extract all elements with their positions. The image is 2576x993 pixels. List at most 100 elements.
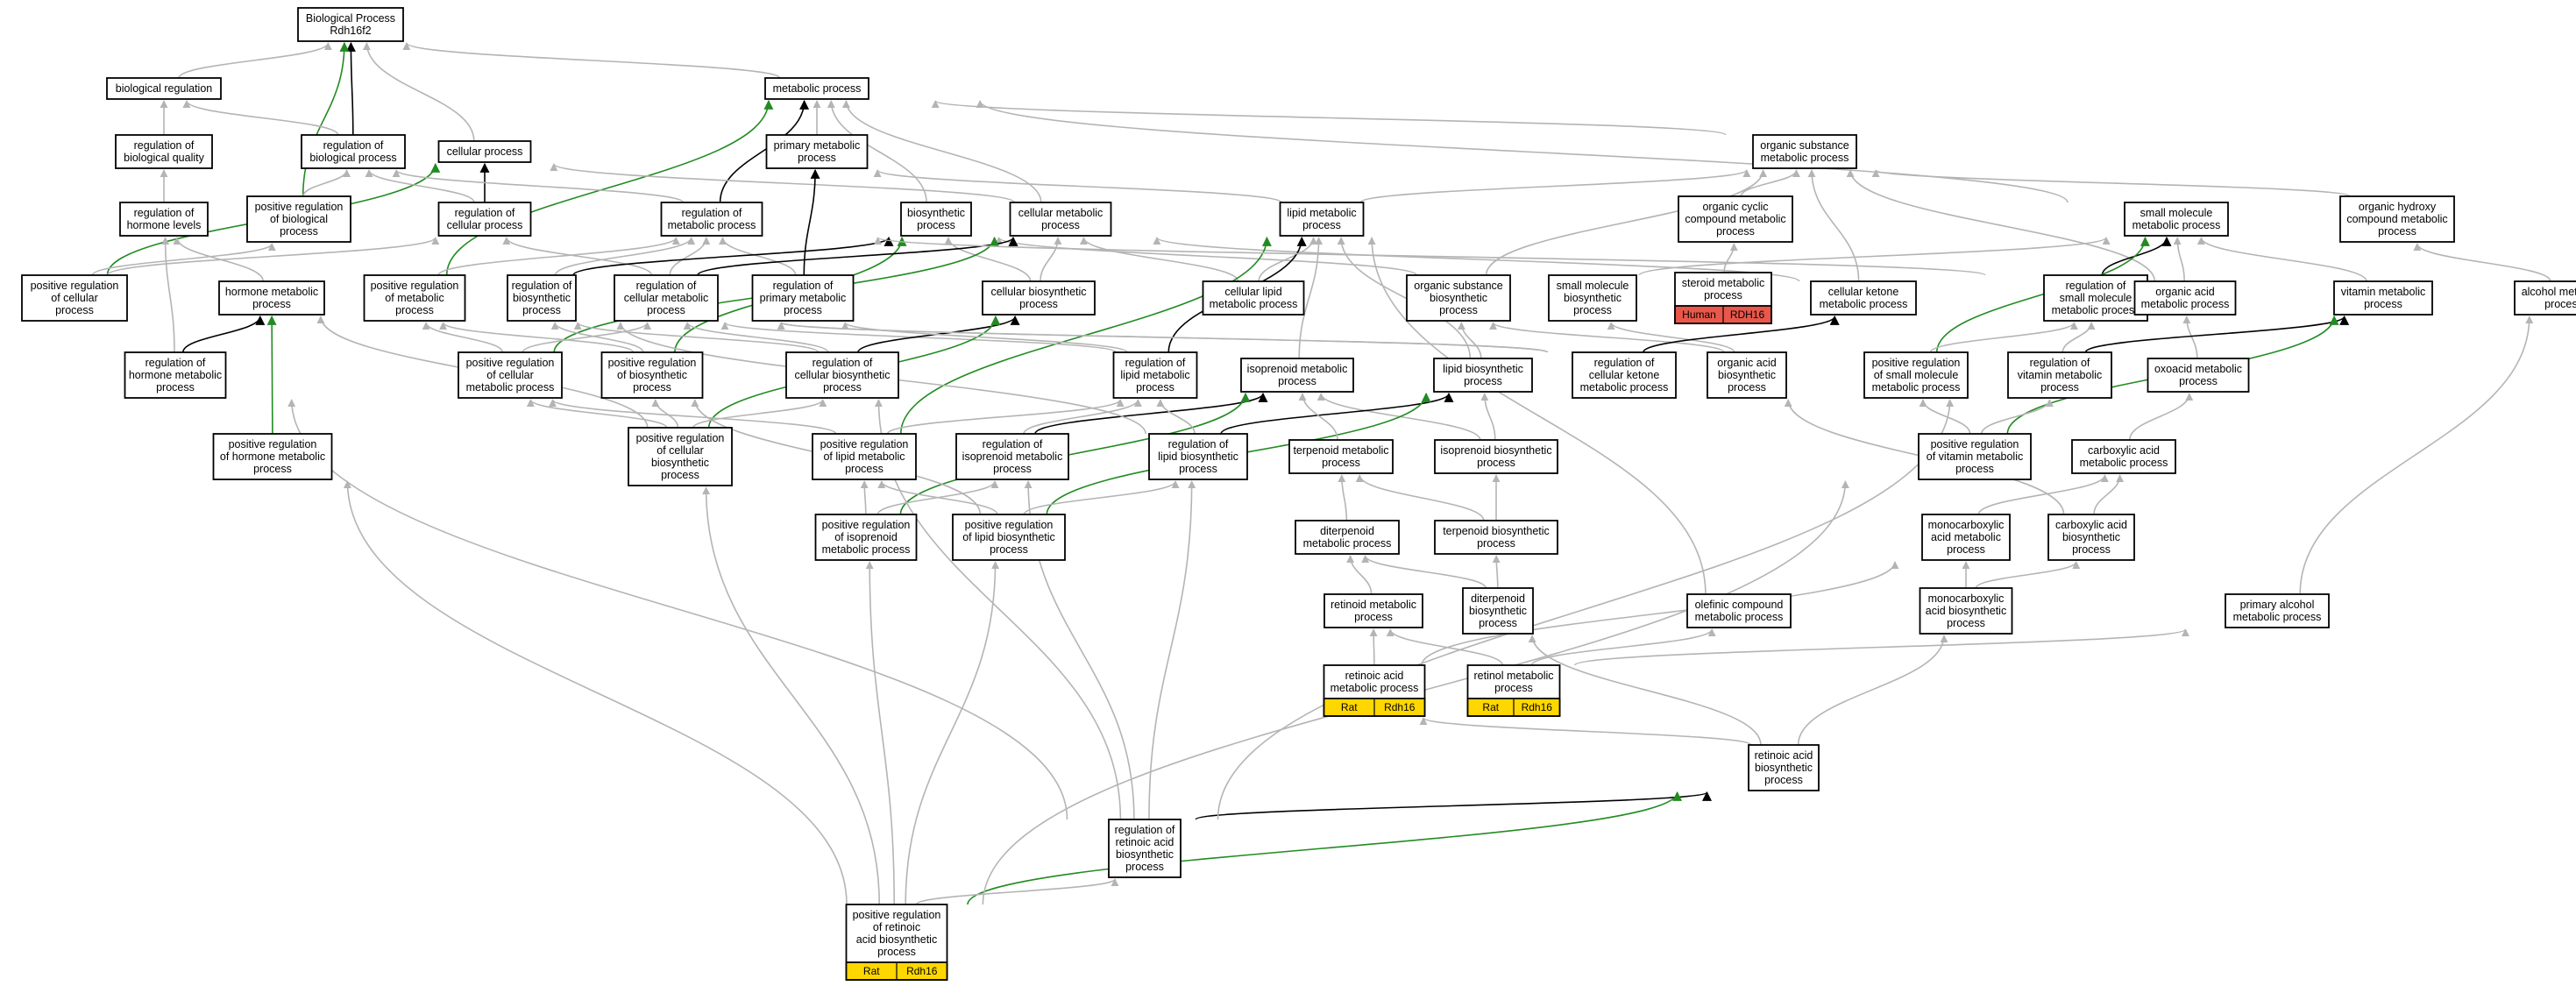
go-term-node[interactable]: metabolic process — [764, 77, 869, 100]
node-label: monocarboxylic — [1928, 592, 2005, 605]
edge-is-a — [1975, 561, 2081, 589]
node-box — [764, 77, 869, 100]
node-label: positive regulation — [31, 280, 119, 292]
node-label: process — [252, 298, 291, 310]
edge-is-a — [1156, 399, 1196, 435]
node-label: of small molecule — [1874, 369, 1959, 381]
node-label: metabolic process — [2233, 611, 2322, 623]
node-label: cellular ketone — [1828, 286, 1899, 298]
edge-is-a — [651, 399, 679, 429]
node-label: of hormone metabolic — [220, 450, 325, 463]
edge-is-a — [841, 322, 1128, 353]
node-label: process — [1573, 304, 1612, 316]
node-label: metabolic process — [2080, 457, 2168, 469]
edge-is-a — [1607, 322, 1735, 353]
node-label: process — [845, 463, 884, 475]
node-label: isoprenoid biosynthetic — [1440, 444, 1551, 457]
edge-part-of — [697, 236, 1018, 276]
node-label: regulation of — [1115, 824, 1175, 836]
node-box — [628, 427, 733, 486]
node-label: cellular ketone — [1589, 369, 1660, 381]
node-box — [1406, 274, 1511, 322]
go-term-node[interactable]: cellular process — [437, 140, 532, 163]
edge-is-a — [522, 322, 652, 353]
node-label: process — [990, 543, 1028, 556]
node-label: organic substance — [1760, 139, 1849, 152]
go-term-node[interactable]: biological regulation — [106, 77, 222, 100]
node-box — [1572, 351, 1677, 399]
node-label: process — [1947, 617, 1985, 629]
node-label: process — [647, 304, 685, 316]
edge-is-a — [995, 237, 1418, 276]
